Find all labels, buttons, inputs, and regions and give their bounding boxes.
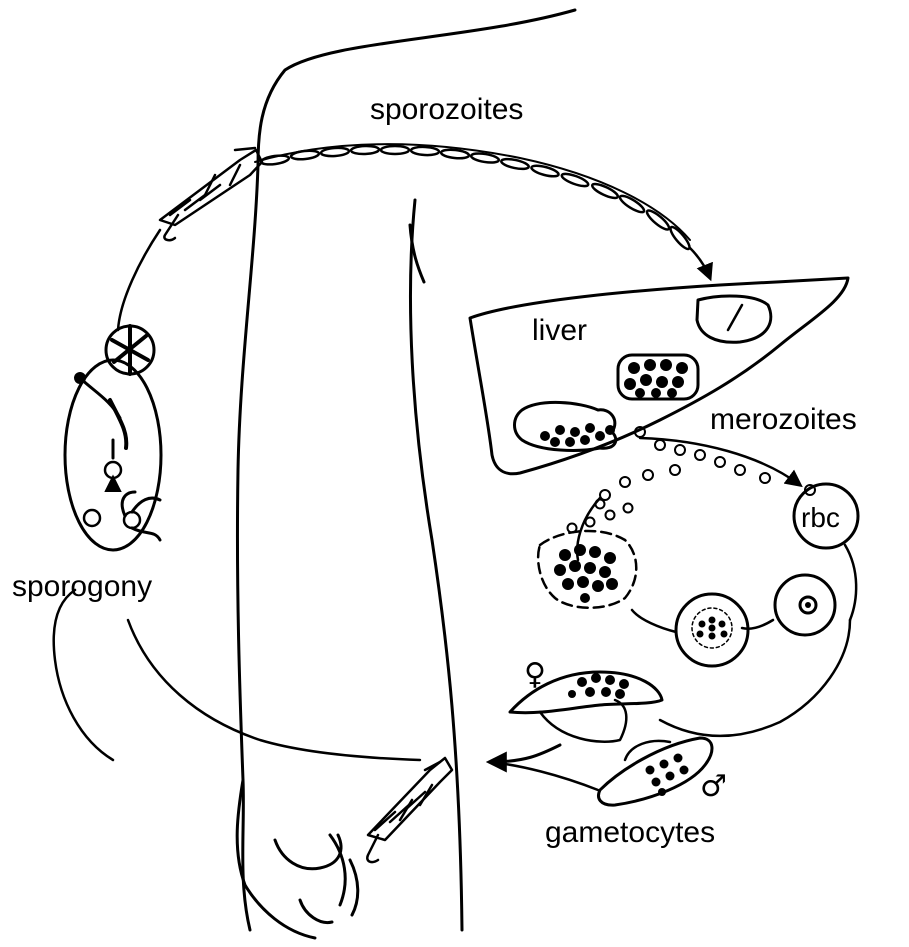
human-body-outline <box>237 10 575 938</box>
label-sporogony: sporogony <box>12 572 152 602</box>
label-liver: liver <box>532 316 587 346</box>
female-symbol: ♀ <box>524 660 546 690</box>
mosquito-bottom <box>367 758 452 862</box>
male-symbol: ♂ <box>700 772 727 802</box>
mosquito-top <box>160 148 262 240</box>
label-rbc: rbc <box>801 504 840 532</box>
label-merozoites: merozoites <box>710 405 857 435</box>
merozoite-trail <box>600 427 800 500</box>
sporozoite-stream <box>255 144 710 278</box>
label-sporozoites: sporozoites <box>370 95 523 125</box>
gametocytes-group <box>490 620 850 805</box>
liver-organ <box>470 278 848 474</box>
label-gametocytes: gametocytes <box>545 818 715 848</box>
